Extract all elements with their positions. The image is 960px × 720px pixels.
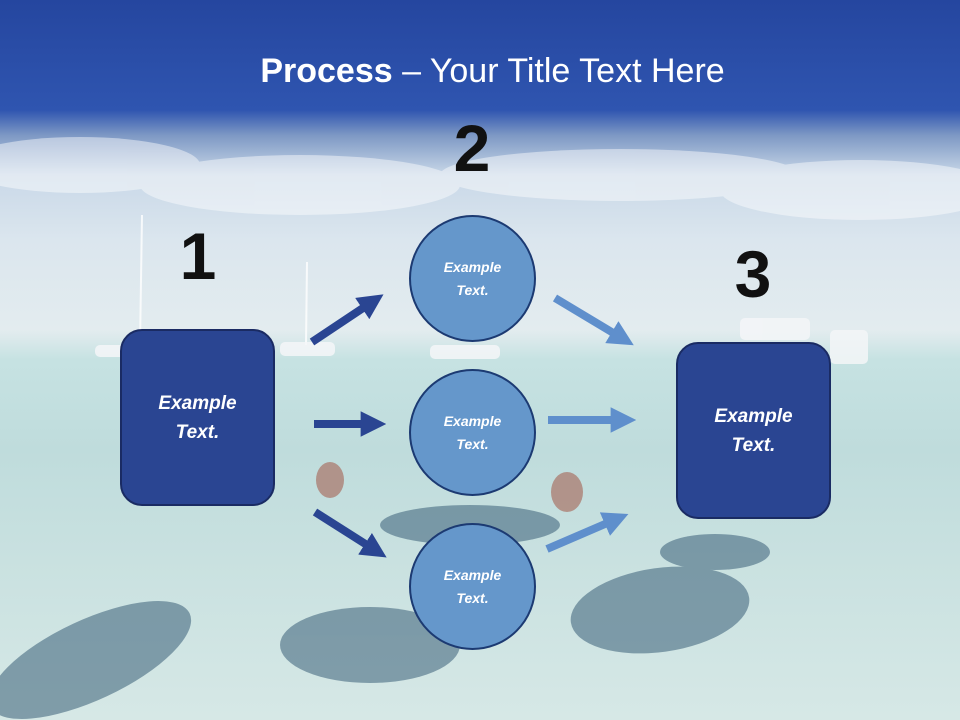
step-number-2: 2 <box>453 111 491 185</box>
step-2-circle-top: Example Text. <box>409 215 536 342</box>
title-bold: Process <box>260 52 393 90</box>
slide-title: Process – Your Title Text Here <box>0 52 960 91</box>
step-2-circle-bottom: Example Text. <box>409 523 536 650</box>
arrow-down-right-icon <box>312 508 387 558</box>
arrow-up-right-icon <box>309 294 384 346</box>
arrow-down-right-light-icon <box>552 294 634 346</box>
step-number-3: 3 <box>734 237 772 311</box>
step-1-text: Example Text. <box>158 392 237 443</box>
circle-middle-text: Example Text. <box>443 412 502 452</box>
step-3-text: Example Text. <box>714 405 793 456</box>
step-number-1: 1 <box>179 219 217 293</box>
circle-top-text: Example Text. <box>443 258 502 298</box>
title-rest: – Your Title Text Here <box>392 52 725 90</box>
circle-bottom-text: Example Text. <box>443 566 502 606</box>
step-2-circle-middle: Example Text. <box>409 369 536 496</box>
arrow-up-right-light-icon <box>545 512 629 553</box>
step-1-box: Example Text. <box>120 329 275 506</box>
step-3-box: Example Text. <box>676 342 831 519</box>
